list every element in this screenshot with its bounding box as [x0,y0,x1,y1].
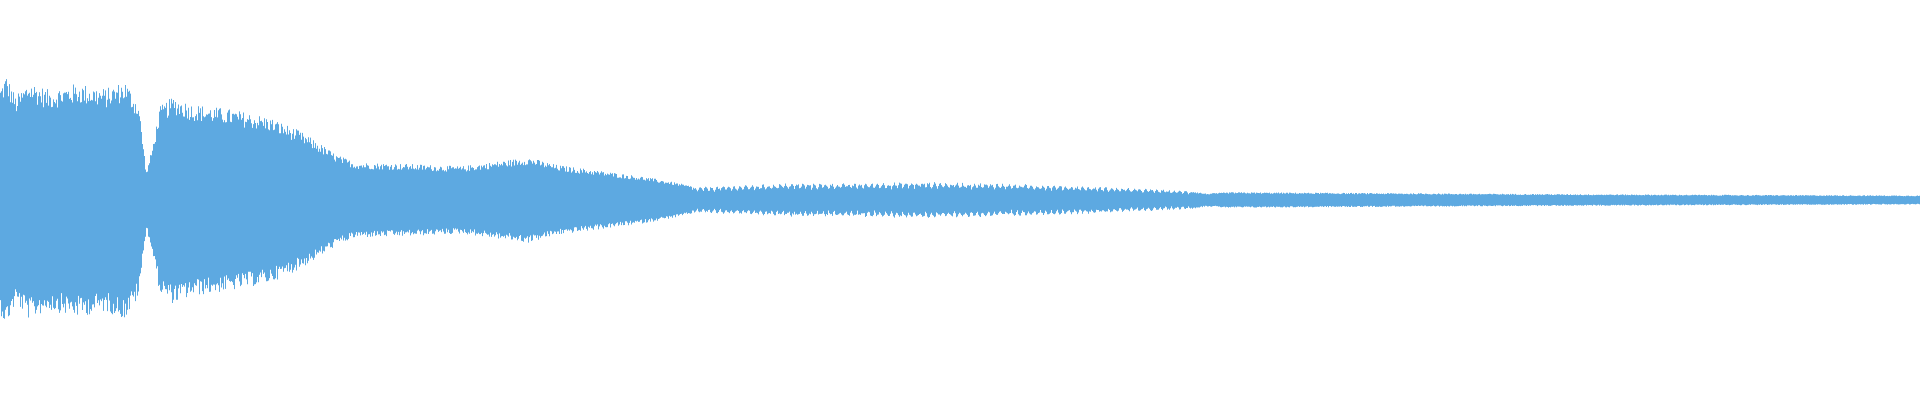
waveform-center-band [0,197,1920,203]
